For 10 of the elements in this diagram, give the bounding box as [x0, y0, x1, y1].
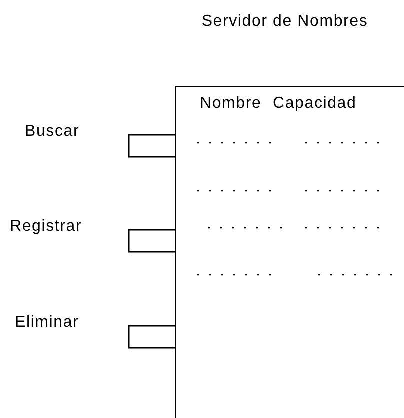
port-box	[128, 325, 176, 349]
port-box	[128, 134, 176, 158]
node-heading: Servidor de Nombres	[200, 12, 370, 32]
port-label: Buscar	[25, 122, 80, 142]
port-label: Registrar	[10, 217, 82, 237]
column-header: Nombre	[200, 94, 262, 114]
port-label: Eliminar	[15, 313, 80, 333]
port-box	[128, 229, 176, 253]
server-box	[175, 86, 404, 418]
column-header: Capacidad	[273, 94, 357, 114]
